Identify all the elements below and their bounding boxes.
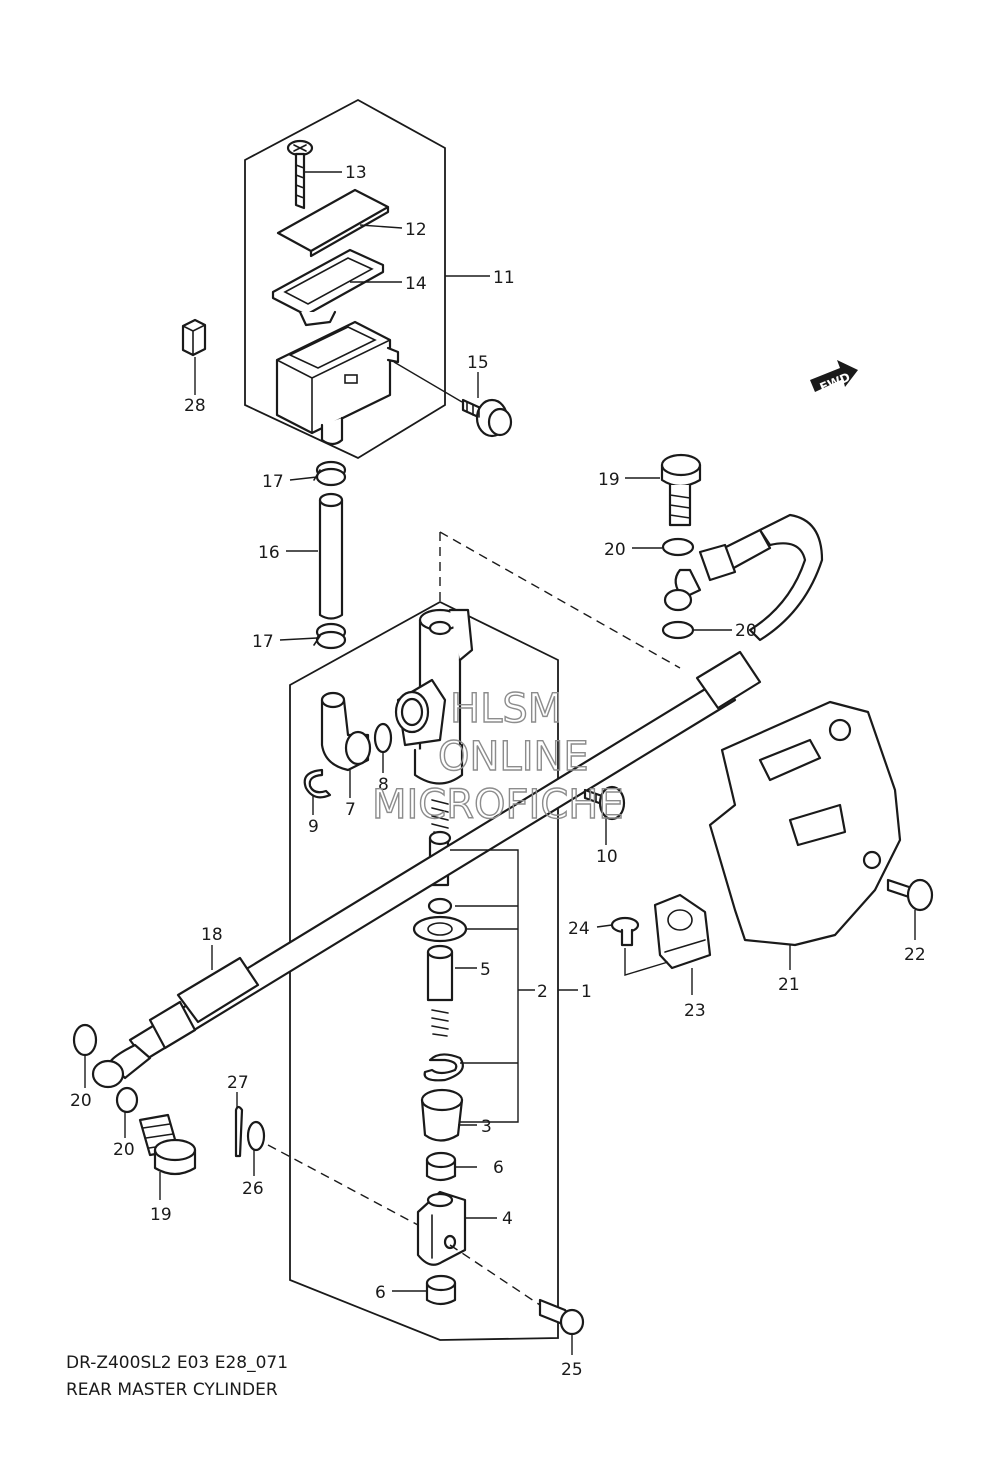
o-ring[interactable]	[373, 722, 393, 754]
guard-screw-10[interactable]	[583, 785, 626, 821]
callout-19-lower: 19	[150, 1205, 172, 1225]
lock-nut-upper[interactable]	[425, 1151, 457, 1182]
washer-26[interactable]	[246, 1120, 266, 1152]
washer-20-b[interactable]	[661, 620, 695, 640]
clevis-pin[interactable]	[538, 1298, 585, 1336]
callout-22: 22	[904, 945, 926, 965]
lock-nut-lower[interactable]	[425, 1274, 457, 1306]
callout-6-upper: 6	[493, 1158, 504, 1178]
callout-20-c: 20	[70, 1091, 92, 1111]
callout-13: 13	[345, 163, 367, 183]
elbow-fitting[interactable]	[320, 691, 372, 772]
cotter-pin[interactable]	[234, 1105, 244, 1158]
guard-bracket[interactable]	[653, 893, 712, 970]
dust-boot[interactable]	[420, 1088, 464, 1142]
banjo-bolt-upper[interactable]	[660, 453, 702, 527]
clip-part-28[interactable]	[181, 318, 207, 357]
reservoir-cap-screw[interactable]	[286, 139, 314, 210]
bracket-screw-24[interactable]	[610, 916, 640, 947]
guard-screw-22[interactable]	[886, 878, 934, 912]
svg-text:ONLINE: ONLINE	[438, 734, 589, 780]
callout-19-upper: 19	[598, 470, 620, 490]
callout-3: 3	[481, 1117, 492, 1137]
cotter-dash-line	[267, 1144, 419, 1226]
washer-20-a[interactable]	[661, 537, 695, 557]
master-cylinder-guard[interactable]	[708, 700, 902, 947]
circlip-small[interactable]	[303, 768, 332, 799]
callout-27: 27	[227, 1073, 249, 1093]
callout-17-lower: 17	[252, 632, 274, 652]
svg-text:MICROFICHE: MICROFICHE	[372, 782, 624, 828]
callout-26: 26	[242, 1179, 264, 1199]
washer-20-d[interactable]	[115, 1086, 139, 1114]
callout-23: 23	[684, 1001, 706, 1021]
reservoir-cap-plate[interactable]	[276, 188, 390, 258]
callout-21: 21	[778, 975, 800, 995]
hose-clamp-upper[interactable]	[313, 460, 347, 487]
callout-2: 2	[537, 982, 548, 1002]
model-code: DR-Z400SL2 E03 E28_071	[66, 1353, 288, 1373]
reservoir-diaphragm[interactable]	[271, 248, 385, 327]
callout-1: 1	[581, 982, 592, 1002]
pushrod-clevis[interactable]	[416, 1190, 467, 1266]
callout-12: 12	[405, 220, 427, 240]
reservoir-hose[interactable]	[318, 492, 344, 620]
callout-24: 24	[568, 919, 590, 939]
leader-lines	[84, 171, 916, 1355]
callout-17-upper: 17	[262, 472, 284, 492]
forward-direction-arrow: FWD	[810, 360, 858, 395]
callout-18: 18	[201, 925, 223, 945]
callout-5: 5	[480, 960, 491, 980]
callout-15: 15	[467, 353, 489, 373]
callout-9: 9	[308, 817, 319, 837]
callout-7: 7	[345, 800, 356, 820]
assembly-name: REAR MASTER CYLINDER	[66, 1380, 278, 1400]
callout-25: 25	[561, 1360, 583, 1380]
callout-numbers: 13 12 14 11 28 15 17 16 17 19 20 20 9 7 …	[70, 163, 926, 1380]
callout-6-lower: 6	[375, 1283, 386, 1303]
callout-11: 11	[493, 268, 515, 288]
reservoir-group-box	[244, 98, 446, 460]
diagram-title: DR-Z400SL2 E03 E28_071 REAR MASTER CYLIN…	[66, 1353, 288, 1400]
bracket-screw-guide	[624, 948, 669, 976]
brake-hose[interactable]	[91, 513, 824, 1089]
watermark: HLSM ONLINE MICROFICHE	[371, 685, 624, 828]
master-cylinder-box	[289, 600, 559, 1341]
callout-8: 8	[378, 775, 389, 795]
callout-20-a: 20	[604, 540, 626, 560]
washer-20-c[interactable]	[72, 1023, 98, 1057]
hose-clamp-lower[interactable]	[313, 622, 347, 650]
callout-10: 10	[596, 847, 618, 867]
callout-20-b: 20	[735, 621, 757, 641]
callout-4: 4	[502, 1209, 513, 1229]
return-spring[interactable]	[431, 799, 449, 835]
callout-16: 16	[258, 543, 280, 563]
banjo-bolt-lower[interactable]	[138, 1113, 197, 1176]
reservoir-mount-bolt[interactable]	[461, 398, 513, 438]
svg-text:HLSM: HLSM	[450, 686, 562, 732]
assembly-dash-line	[439, 531, 681, 669]
callout-14: 14	[405, 274, 427, 294]
pin-dash-line	[449, 1244, 541, 1306]
callout-28: 28	[184, 396, 206, 416]
callout-20-d: 20	[113, 1140, 135, 1160]
master-cylinder-body[interactable]	[394, 608, 474, 785]
reservoir-tank[interactable]	[275, 320, 400, 446]
